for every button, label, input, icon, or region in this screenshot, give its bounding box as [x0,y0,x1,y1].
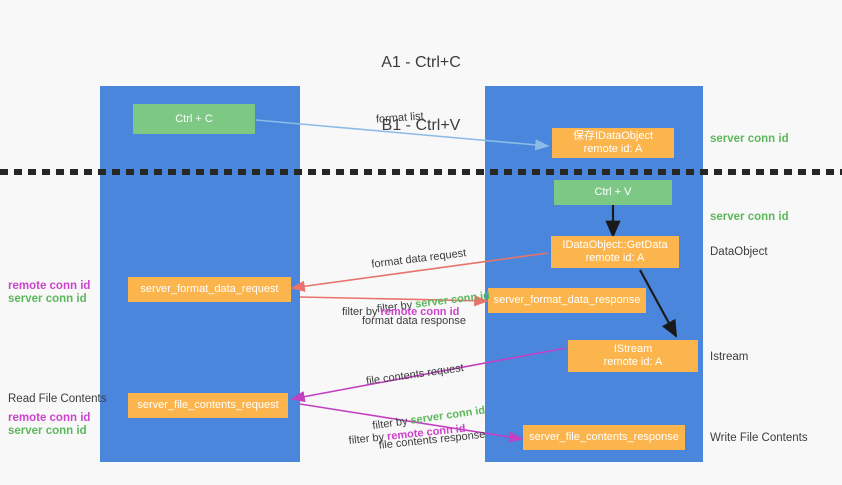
label-remote-conn-id-2: remote conn id [8,412,91,424]
phase-divider [0,169,842,175]
box-idataobject-getdata[interactable]: IDataObject::GetData remote id: A [551,236,679,268]
box-server-format-data-request[interactable]: server_format_data_request [128,277,291,302]
box-server-file-contents-request[interactable]: server_file_contents_request [128,393,288,418]
label-server-conn-id-2: server conn id [8,425,87,437]
box-ctrl-v[interactable]: Ctrl + V [554,180,672,205]
label-write-file-contents: Write File Contents [710,432,808,444]
filter-prefix: filter by [348,430,388,447]
box-ctrl-c[interactable]: Ctrl + C [133,104,255,134]
box-server-format-data-response[interactable]: server_format_data_response [488,288,646,313]
title-line-1: A1 - Ctrl+C [381,54,461,71]
label-server-conn-id-mid: server conn id [710,211,789,223]
label-istream: Istream [710,351,749,363]
box-save-idataobject[interactable]: 保存IDataObject remote id: A [552,128,674,158]
arrow-label-format-data-response-filter: filter by remote conn id [342,305,459,320]
file-contents-request-text: file contents request [365,361,465,388]
label-server-conn-id-1: server conn id [8,293,87,305]
box-server-file-contents-response[interactable]: server_file_contents_response [523,425,685,450]
filter-prefix: filter by [342,306,381,318]
box-istream[interactable]: IStream remote id: A [568,340,698,372]
label-dataobject: DataObject [710,246,768,258]
label-read-file-contents: Read File Contents [8,393,107,405]
label-server-conn-id-top: server conn id [710,133,789,145]
filter-value-remote-conn-id: remote conn id [380,306,460,318]
label-remote-conn-id-1: remote conn id [8,280,91,292]
arrow-label-format-data-response: format data response [362,284,466,359]
format-data-response-text: format data response [362,315,466,327]
format-data-request-text: format data request [370,247,467,271]
